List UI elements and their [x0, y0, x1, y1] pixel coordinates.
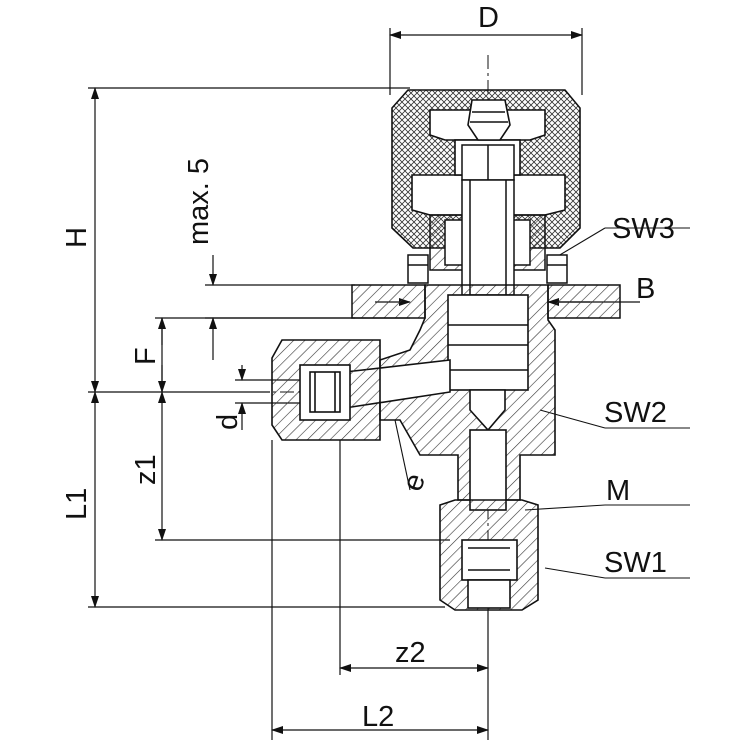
label-B: B	[636, 273, 655, 305]
outlet-fitting	[439, 499, 539, 611]
label-max5: max. 5	[183, 158, 215, 245]
label-e: e	[397, 469, 433, 495]
label-SW3: SW3	[612, 213, 675, 245]
label-L1: L1	[61, 488, 93, 520]
label-SW2: SW2	[604, 397, 667, 429]
labels: D H max. 5 F d z1 L1 e z2 L2 SW3 B SW2 M…	[61, 2, 675, 733]
label-D: D	[478, 2, 499, 34]
label-F: F	[130, 347, 162, 365]
label-d: d	[212, 414, 244, 430]
dimension-lines	[88, 28, 640, 740]
inlet-fitting	[271, 339, 381, 441]
label-M: M	[606, 475, 630, 507]
label-H: H	[61, 227, 93, 248]
label-z2: z2	[395, 637, 426, 669]
mounting-panel	[351, 284, 621, 319]
label-L2: L2	[362, 701, 394, 733]
label-SW1: SW1	[604, 547, 667, 579]
label-z1: z1	[130, 454, 162, 485]
